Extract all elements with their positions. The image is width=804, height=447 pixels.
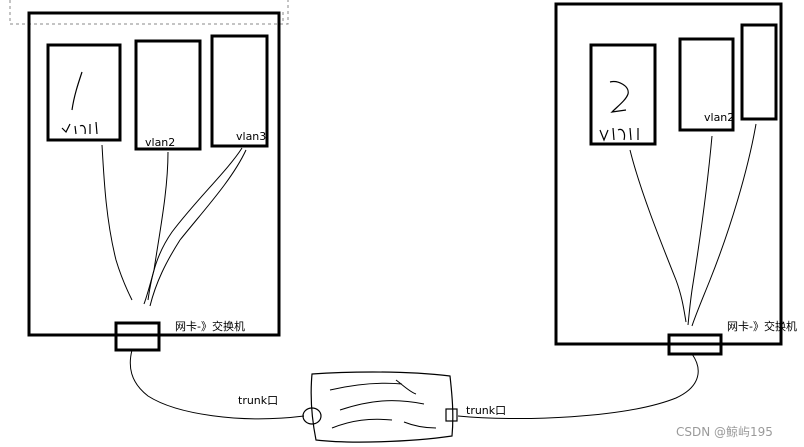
switch-right-port xyxy=(446,409,457,421)
right-wire-vlan1 xyxy=(630,150,686,322)
trunk-right-label: trunk口 xyxy=(466,404,506,417)
switch-texture xyxy=(330,380,436,428)
left-wire-vlan1 xyxy=(102,145,132,300)
left-host: vlan2 vlan3 网卡-》交换机 xyxy=(29,13,279,350)
left-vlan3-label: vlan3 xyxy=(236,130,266,143)
right-vlan3-box xyxy=(742,25,776,119)
switch-body xyxy=(311,372,453,442)
right-wire-vlan2 xyxy=(688,136,712,325)
right-vlan1-box xyxy=(591,45,655,144)
left-wire-vlan3 xyxy=(148,148,242,300)
trunk-left-label: trunk口 xyxy=(238,394,278,407)
left-vlan2-label: vlan2 xyxy=(145,136,175,149)
left-wire-vlan2 xyxy=(144,152,168,304)
trunk-cable-left xyxy=(130,350,304,419)
left-wire-vlan3b xyxy=(150,150,246,306)
right-host: vlan2 网卡-》交换机 xyxy=(556,4,797,354)
left-vlan1-handwriting xyxy=(62,72,97,134)
right-vlan1-handwriting xyxy=(600,82,638,140)
left-vlan2-box xyxy=(136,41,200,149)
right-vlan2-label: vlan2 xyxy=(704,111,734,124)
left-host-frame xyxy=(29,13,279,335)
trunk-link: trunk口 trunk口 xyxy=(130,350,698,442)
left-nic-label: 网卡-》交换机 xyxy=(175,319,245,333)
watermark: CSDN @鲸屿195 xyxy=(676,424,773,439)
right-nic-label: 网卡-》交换机 xyxy=(727,319,797,333)
